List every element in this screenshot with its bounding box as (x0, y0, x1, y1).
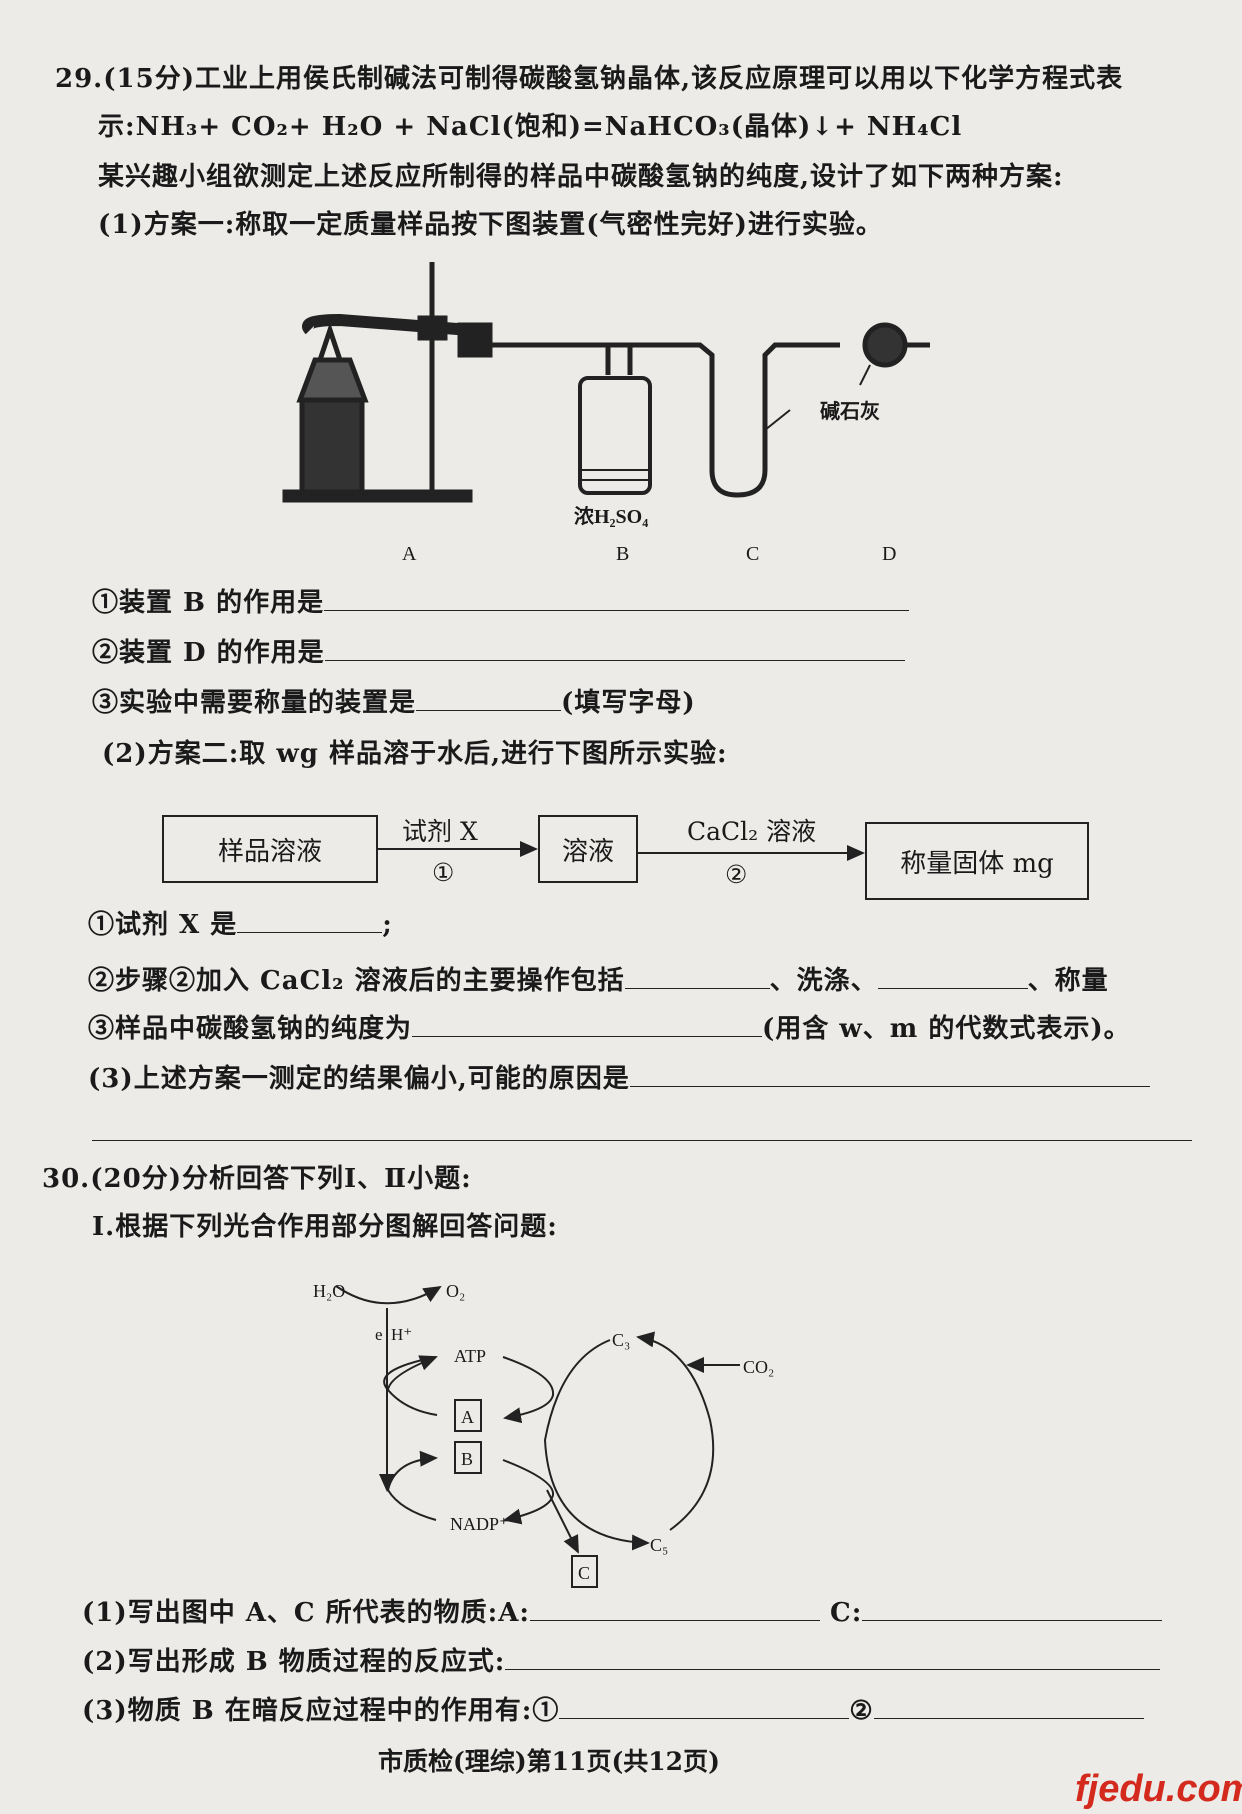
part3-blank2[interactable] (92, 1116, 1192, 1141)
photosynthesis-diagram (335, 1285, 740, 1588)
s1-q3-blank[interactable] (416, 686, 562, 711)
s2-q2-blank1[interactable] (624, 964, 770, 989)
s2-q2-mid: 、洗涤、 (769, 966, 878, 996)
s2-q1-text: ①试剂 X 是 (88, 910, 238, 940)
s1-q1-blank[interactable] (324, 586, 910, 611)
flow-step-1: ① (432, 858, 455, 887)
q30-q3-blank1[interactable] (559, 1694, 850, 1719)
s2-q3-blank[interactable] (412, 1012, 763, 1037)
atp-label: ATP (454, 1346, 486, 1366)
flow-cacl2: CaCl₂ 溶液 (687, 817, 817, 846)
flow-box-weigh-solid: 称量固体 mg (865, 822, 1089, 900)
c5-label: C₅ (650, 1535, 668, 1555)
part3-blank1[interactable] (629, 1062, 1150, 1087)
proton-label: H⁺ (391, 1325, 412, 1344)
flow-step-2: ② (725, 860, 748, 889)
s2-q1-blank[interactable] (237, 908, 383, 933)
q30-q3-text: (3)物质 B 在暗反应过程中的作用有:① (82, 1696, 560, 1726)
q30-q1-c-blank[interactable] (862, 1596, 1163, 1621)
s2-q1-end: ; (382, 910, 393, 940)
s1-q2-blank[interactable] (324, 636, 905, 661)
box-b-label: B (461, 1449, 473, 1469)
flow-reagent-x: 试剂 X (402, 817, 478, 846)
s2-q3-text: ③样品中碳酸氢钠的纯度为 (88, 1014, 413, 1044)
electron-label: e (375, 1325, 383, 1344)
label-a: A (402, 543, 417, 565)
box-c-label: C (578, 1563, 590, 1583)
s1-q3-hint: (填写字母) (561, 688, 696, 718)
page-footer: 市质检(理综)第11页(共12页) (378, 1747, 720, 1776)
s2-q2-end: 、称量 (1027, 966, 1109, 996)
reagent-d-label: 碱石灰 (820, 399, 880, 423)
h2o-label: H₂O (313, 1281, 345, 1301)
q30-sub1: Ⅰ.根据下列光合作用部分图解回答问题: (92, 1212, 558, 1242)
q29-equation: 示:NH₃+ CO₂+ H₂O + NaCl(饱和)=NaHCO₃(晶体)↓+ … (98, 112, 963, 142)
q29-line3: 某兴趣小组欲测定上述反应所制得的样品中碳酸氢钠的纯度,设计了如下两种方案: (98, 162, 1064, 192)
q30-q2-blank[interactable] (505, 1645, 1161, 1670)
s1-q2-text: ②装置 D 的作用是 (92, 638, 325, 668)
s2-q2-blank2[interactable] (877, 964, 1028, 989)
q30-q3-blank2[interactable] (873, 1694, 1144, 1719)
o2-label: O₂ (446, 1281, 465, 1301)
q30-q1-a-blank[interactable] (530, 1596, 821, 1621)
experiment-apparatus (282, 262, 930, 503)
c3-label: C₃ (612, 1330, 630, 1350)
q30-q3-2: ② (849, 1696, 874, 1726)
flow-box-solution: 溶液 (538, 815, 638, 883)
box-a-label: A (461, 1407, 474, 1427)
q30-q2-text: (2)写出形成 B 物质过程的反应式: (82, 1647, 506, 1677)
label-c: C (746, 543, 759, 565)
q30-q1-c-text: C: (830, 1598, 863, 1628)
flow-box-sample-solution: 样品溶液 (162, 815, 378, 883)
co2-label: CO₂ (743, 1357, 774, 1377)
q29-line1: 29.(15分)工业上用侯氏制碱法可制得碳酸氢钠晶体,该反应原理可以用以下化学方… (55, 64, 1124, 94)
s1-q3-text: ③实验中需要称量的装置是 (92, 688, 417, 718)
watermark-logo: fjedu.com (1075, 1768, 1242, 1810)
s2-q3-hint: (用含 w、m 的代数式表示)。 (762, 1014, 1131, 1044)
s2-q2-text: ②步骤②加入 CaCl₂ 溶液后的主要操作包括 (88, 966, 625, 996)
label-d: D (882, 543, 896, 565)
q29-plan1: (1)方案一:称取一定质量样品按下图装置(气密性完好)进行实验。 (98, 210, 883, 240)
nadp-label: NADP⁺ (450, 1514, 509, 1534)
reagent-b-label: 浓H₂SO₄ (574, 505, 648, 528)
label-b: B (616, 543, 629, 565)
q30-title: 30.(20分)分析回答下列Ⅰ、Ⅱ小题: (42, 1164, 472, 1194)
part3-text: (3)上述方案一测定的结果偏小,可能的原因是 (88, 1064, 630, 1094)
q30-q1-text: (1)写出图中 A、C 所代表的物质:A: (82, 1598, 531, 1628)
s1-q1-text: ①装置 B 的作用是 (92, 588, 325, 618)
q29-plan2: (2)方案二:取 wg 样品溶于水后,进行下图所示实验: (102, 739, 728, 769)
